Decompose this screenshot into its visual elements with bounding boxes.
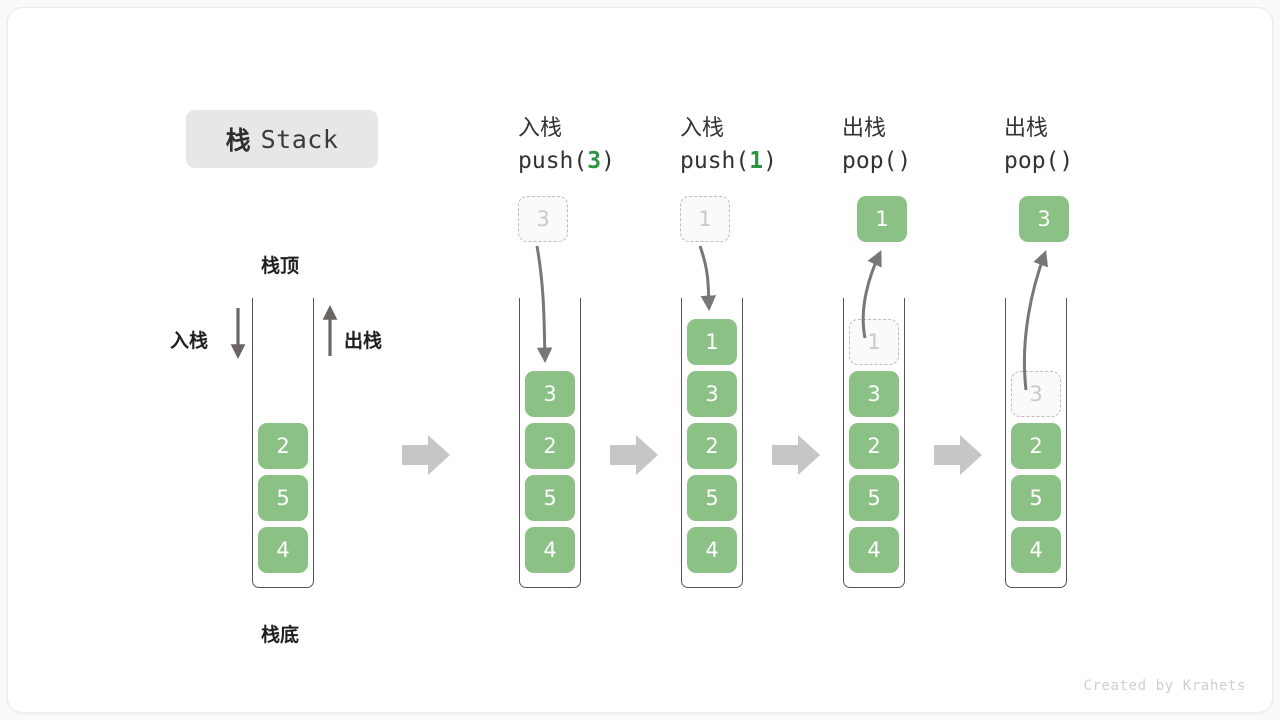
title-english: Stack — [260, 124, 339, 154]
step-arrow — [610, 435, 658, 475]
diagram-card: 栈 Stack 栈顶 栈底 入栈 出栈 2 5 4 入栈 push(3) 3 3… — [8, 8, 1272, 712]
stack-top-label: 栈顶 — [261, 255, 300, 277]
stack-cell: 5 — [258, 475, 308, 521]
stack-cell: 3 — [525, 371, 575, 417]
stack-cell: 2 — [258, 423, 308, 469]
column-header-code: pop() — [842, 148, 912, 174]
column-header-chinese: 出栈 — [1004, 116, 1049, 141]
column-header-code: push(1) — [680, 148, 777, 174]
stack-cell: 5 — [525, 475, 575, 521]
column-header-push-1: 入栈 push(1) — [680, 114, 870, 178]
diagram-stage: 栈 Stack 栈顶 栈底 入栈 出栈 2 5 4 入栈 push(3) 3 3… — [8, 8, 1272, 712]
column-header-push-3: 入栈 push(3) — [518, 114, 708, 178]
stack-cell: 2 — [1011, 423, 1061, 469]
column-header-chinese: 入栈 — [680, 116, 725, 141]
stack-cell: 2 — [525, 423, 575, 469]
column-header-pop-2: 出栈 pop() — [1004, 114, 1194, 178]
stack-cell: 4 — [525, 527, 575, 573]
popped-element-box: 3 — [1019, 196, 1069, 242]
step-arrow — [402, 435, 450, 475]
stack-cell: 4 — [687, 527, 737, 573]
stack-wall — [519, 298, 581, 588]
pop-direction-label: 出栈 — [344, 330, 383, 352]
stack-cell: 5 — [687, 475, 737, 521]
stack-cell: 2 — [687, 423, 737, 469]
popped-element-box: 1 — [857, 196, 907, 242]
stack-cell: 4 — [849, 527, 899, 573]
stack-cell: 5 — [1011, 475, 1061, 521]
diagram-title: 栈 Stack — [186, 110, 378, 168]
step-arrow — [934, 435, 982, 475]
column-header-code: pop() — [1004, 148, 1074, 174]
title-chinese: 栈 — [225, 126, 251, 155]
stack-cell: 3 — [849, 371, 899, 417]
stack-cell: 4 — [1011, 527, 1061, 573]
column-header-code: push(3) — [518, 148, 615, 174]
column-header-chinese: 入栈 — [518, 116, 563, 141]
column-header-pop-1: 出栈 pop() — [842, 114, 1032, 178]
stack-cell: 4 — [258, 527, 308, 573]
push-direction-label: 入栈 — [170, 330, 209, 352]
stack-wall — [252, 298, 314, 588]
stack-cell: 3 — [687, 371, 737, 417]
stack-cell: 1 — [687, 319, 737, 365]
stack-wall — [681, 298, 743, 588]
stack-bottom-label: 栈底 — [261, 624, 300, 646]
column-header-chinese: 出栈 — [842, 116, 887, 141]
step-arrow — [772, 435, 820, 475]
stack-wall — [1005, 298, 1067, 588]
stack-cell: 5 — [849, 475, 899, 521]
stack-cell-removed: 3 — [1011, 371, 1061, 417]
incoming-element-box: 1 — [680, 196, 730, 242]
incoming-element-box: 3 — [518, 196, 568, 242]
stack-wall — [843, 298, 905, 588]
stack-cell-removed: 1 — [849, 319, 899, 365]
attribution-footer: Created by Krahets — [1083, 678, 1246, 694]
stack-cell: 2 — [849, 423, 899, 469]
